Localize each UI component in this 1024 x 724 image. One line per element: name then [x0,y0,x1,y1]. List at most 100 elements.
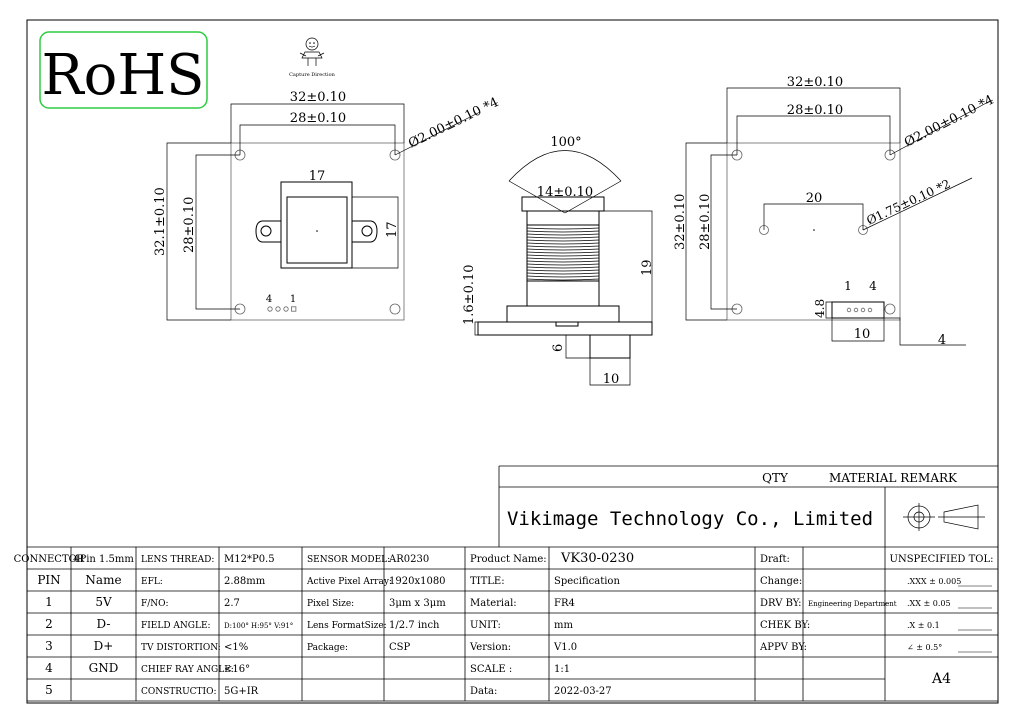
spec-cell-r1-c1: Name [85,573,121,587]
spec-cell-r5-c1: GND [89,661,119,675]
rohs-logo-text: RoHS [41,43,204,108]
spec-cell-r4-c8: APPV BY: [759,642,807,653]
spec-cell-r4-c3: <1% [224,642,248,653]
side-pcb [477,321,653,336]
spec-cell-r3-c3: D:100° H:95° V:91° [224,622,293,630]
spec-cell-r2-c5: 3μm x 3μm [389,598,446,609]
rohs-logo-border [39,31,208,109]
spec-cell-r1-c2: EFL: [141,577,163,587]
spec-cell-r5-c6: SCALE : [470,664,512,675]
spec-cell-r2-c3: 2.7 [224,598,240,609]
spec-cell-r4-c4: Package: [307,643,348,653]
spec-cell-r3-c5: 1/2.7 inch [389,620,440,631]
spec-cell-r3-c0: 2 [45,617,53,631]
back-pin-label-4: 4 [869,279,877,293]
spec-cell-r3-c7: mm [554,620,573,631]
spec-cell-r2-c7: FR4 [554,598,575,609]
front-hole-callout: Ø2.00±0.10 *4 [406,95,501,152]
back-outer-height: 32±0.10 [673,194,688,250]
spec-cell-r2-c4: Pixel Size: [307,599,354,609]
front-pcb-outline [230,142,405,321]
front-outer-width: 32±0.10 [290,90,346,105]
spec-cell-r2-c1: 5V [95,595,112,609]
back-view [685,87,991,346]
back-small-hole-spacing: 20 [806,191,823,206]
back-connector-depth: 4 [938,333,946,348]
back-pin-label-1: 1 [844,279,852,293]
front-pin-label-4: 4 [266,294,272,305]
back-inner-height: 28±0.10 [698,194,713,250]
spec-cell-r6-c0: 5 [45,683,53,697]
spec-cell-r6-c3: 5G+IR [224,686,259,697]
side-fov: 100° [550,135,581,150]
front-holder-height: 17 [385,221,400,238]
sheet-frame [26,19,999,704]
spec-cell-r5-c2: CHIEF RAY ANGLE: [141,665,234,675]
front-pin-label-1: 1 [290,294,296,305]
spec-cell-r2-c6: Material: [470,598,517,609]
spec-cell-r3-c1: D- [97,617,111,631]
back-pcb-outline [726,142,901,321]
spec-cell-r6-c2: CONSTRUCTIO: [141,687,217,697]
spec-cell-r2-c10: .XX ± 0.05 [907,599,951,608]
projection-symbol-icon [903,503,985,531]
spec-cell-r1-c4: Active Pixel Array: [306,577,392,587]
spec-cell-r0-c5: AR0230 [388,554,429,565]
spec-cell-r3-c6: UNIT: [470,620,501,631]
side-connector-width: 10 [603,372,620,387]
rohs-logo: RoHS [39,31,208,109]
spec-cell-r3-c8: CHEK BY: [760,620,810,631]
spec-cell-r0-c1: 4Pin 1.5mm [73,554,134,565]
company-name: Vikimage Technology Co., Limited [507,508,873,530]
spec-cell-r5-c3: <16° [224,664,250,675]
spec-cell-r1-c6: TITLE: [470,576,505,587]
spec-cell-r1-c0: PIN [37,573,60,587]
side-connector-height: 6 [551,344,566,352]
spec-cell-r4-c0: 3 [45,639,53,653]
spec-cell-r0-c7: VK30-0230 [560,551,634,566]
spec-cell-r1-c7: Specification [554,576,620,587]
spec-cell-r5-c0: 4 [45,661,53,675]
spec-cell-r3-c4: Lens FormatSize: [307,621,387,631]
back-outer-width: 32±0.10 [787,75,843,90]
front-inner-width: 28±0.10 [290,111,346,126]
back-small-hole-callout: Ø1.75±0.10 *2 [864,177,952,228]
spec-cell-r0-c10: UNSPECIFIED TOL: [890,554,994,565]
spec-cell-r4-c1: D+ [94,639,114,653]
spec-cell-r2-c9: Engineering Department [808,600,897,608]
spec-cell-r1-c10: .XXX ± 0.005 [907,577,961,586]
capture-direction-label: Capture Direction [289,72,336,78]
back-connector-width: 10 [854,327,871,342]
spec-cell-r6-c7: 2022-03-27 [554,686,612,697]
spec-cell-r6-c6: Data: [470,686,497,697]
side-pcb-thickness: 1.6±0.10 [462,264,477,325]
material-remark-header: MATERIAL REMARK [829,471,958,485]
spec-cell-r3-c10: .X ± 0.1 [907,621,940,630]
spec-cell-r0-c0: CONNECTOR [14,554,85,565]
spec-cell-r4-c10: ∠ ± 0.5° [907,643,942,652]
front-view [166,103,481,321]
spec-cell-r4-c6: Version: [469,642,511,653]
spec-cell-r3-c2: FIELD ANGLE: [141,621,211,631]
spec-cell-r1-c5: 1920x1080 [389,576,446,587]
spec-cell-r0-c6: Product Name: [470,554,547,565]
side-lens-width: 14±0.10 [537,185,593,200]
front-lens-holder [280,181,353,269]
spec-cell-r0-c2: LENS THREAD: [141,555,214,565]
back-connector [831,301,885,319]
qty-header: QTY [762,471,789,485]
spec-cell-r2-c0: 1 [45,595,53,609]
back-hole-callout: Ø2.00±0.10 *4 [902,93,996,151]
spec-cell-r4-c7: V1.0 [553,642,577,653]
front-inner-height: 28±0.10 [182,197,197,253]
spec-cell-r2-c8: DRV BY: [760,598,802,609]
capture-direction-icon [299,37,325,66]
front-outer-height: 32.1±0.10 [153,187,168,256]
spec-cell-r4-c2: TV DISTORTION: [141,643,221,653]
spec-cell-r1-c8: Change: [760,576,802,587]
title-block [26,465,999,702]
back-connector-height: 4.8 [813,299,827,318]
back-inner-width: 28±0.10 [787,103,843,118]
spec-cell-r5-c7: 1:1 [554,664,570,675]
